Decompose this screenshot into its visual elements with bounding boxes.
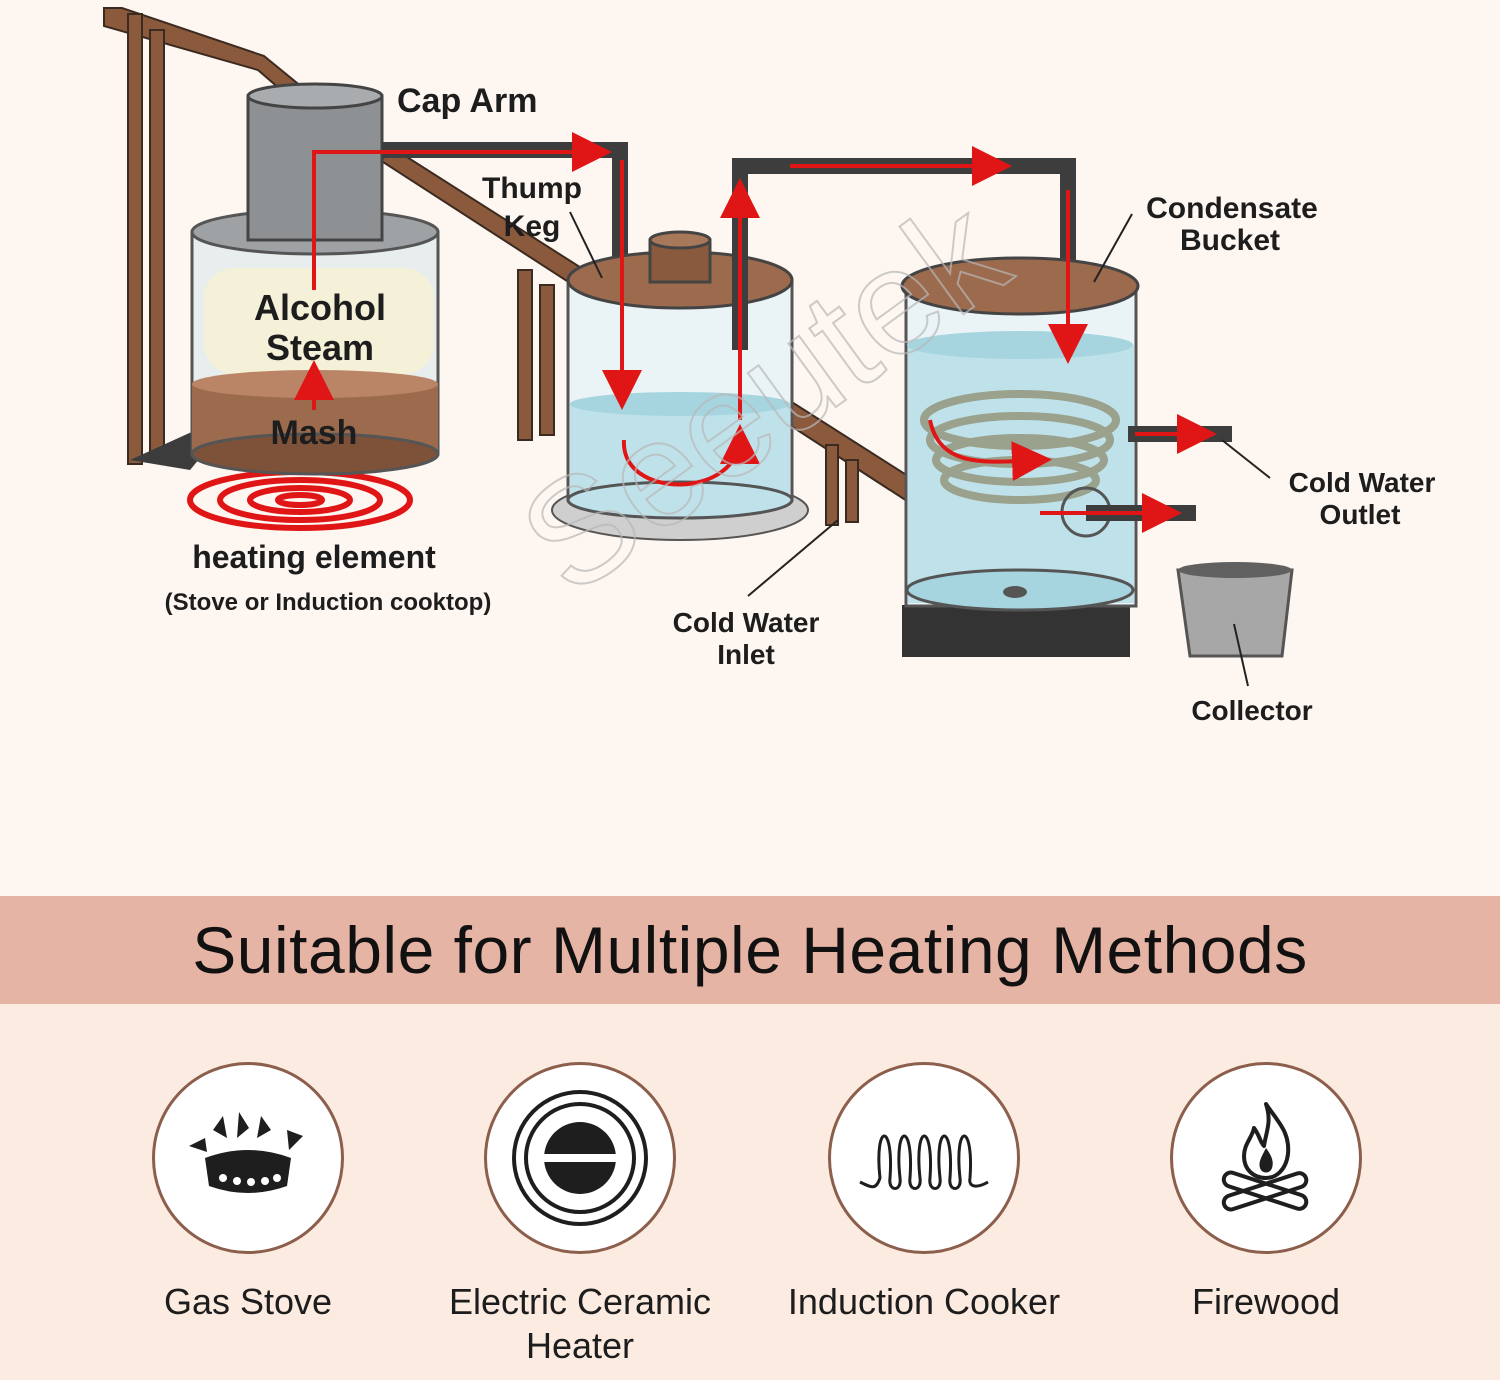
heating-element-coil (187, 469, 413, 531)
heating-methods-section: Gas Stove Electric Ceramic Heater Induct… (0, 1004, 1500, 1380)
gas-burner-icon (189, 1112, 303, 1193)
cap-arm-label: Cap Arm (397, 82, 537, 120)
ceramic-heater-badge (484, 1062, 676, 1254)
leader-lines (569, 211, 1271, 687)
induction-cooker-label: Induction Cooker (787, 1281, 1061, 1322)
collector-cup (1176, 562, 1294, 658)
cold-water-inlet-label-line1: Cold Water (673, 607, 820, 638)
collector-label: Collector (1191, 695, 1312, 726)
alcohol-steam-label-line2: Steam (266, 327, 374, 368)
still-pot (190, 208, 440, 476)
method-gas-stove: Gas Stove (78, 1062, 418, 1324)
condenser-base (902, 605, 1130, 657)
firewood-badge (1170, 1062, 1362, 1254)
electric-ceramic-heater-label-line1: Electric Ceramic (448, 1281, 712, 1322)
condensate-bucket-label-line1: Condensate (1146, 192, 1318, 225)
coil-icon (859, 1134, 989, 1190)
thump-keg-label-line2: Keg (504, 210, 561, 243)
mash-label: Mash (271, 414, 358, 452)
ceramic-plate-icon (512, 1090, 648, 1226)
cold-water-outlet-label-line1: Cold Water (1289, 467, 1436, 498)
electric-ceramic-heater-label-line2: Heater (525, 1325, 635, 1366)
cold-water-inlet-label-line2: Inlet (717, 639, 775, 670)
electric-ceramic-heater-label: Electric Ceramic Heater (410, 1280, 750, 1368)
gas-stove-badge (152, 1062, 344, 1254)
heating-element-label: heating element (192, 539, 436, 575)
condensate-bucket-label-line2: Bucket (1180, 224, 1280, 257)
banner-title: Suitable for Multiple Heating Methods (192, 913, 1308, 987)
alcohol-steam-label-line1: Alcohol (254, 287, 386, 328)
thump-keg-label-line1: Thump (482, 172, 582, 205)
gas-stove-label: Gas Stove (163, 1281, 333, 1322)
distillation-diagram: Seeutek Cap Arm Thump Keg Alcohol Steam … (103, 7, 1436, 726)
heating-methods-banner: Suitable for Multiple Heating Methods (0, 896, 1500, 1004)
method-induction-cooker: Induction Cooker (754, 1062, 1094, 1324)
campfire-icon (1221, 1102, 1309, 1212)
firewood-label: Firewood (1191, 1281, 1341, 1322)
method-firewood: Firewood (1096, 1062, 1436, 1324)
cold-water-outlet-label-line2: Outlet (1320, 499, 1401, 530)
method-electric-ceramic-heater: Electric Ceramic Heater (410, 1062, 750, 1368)
heating-element-note: (Stove or Induction cooktop) (165, 589, 492, 616)
flow-arrows (294, 132, 1217, 533)
induction-cooker-badge (828, 1062, 1020, 1254)
